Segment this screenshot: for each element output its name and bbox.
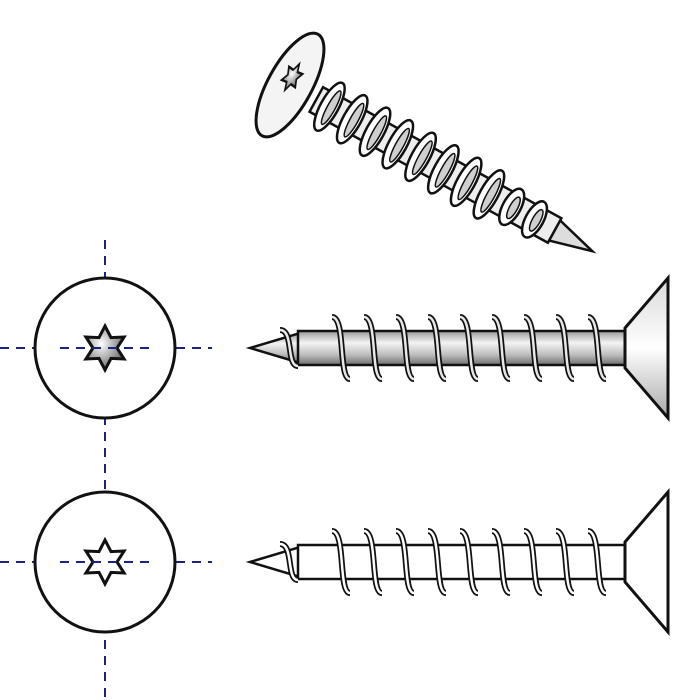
thread-highlight xyxy=(555,529,575,595)
head-view-top xyxy=(33,276,177,420)
thread-highlight xyxy=(427,529,447,595)
thread-inner xyxy=(388,127,411,163)
thread-inner xyxy=(434,152,456,188)
screw-head-cone xyxy=(623,273,670,423)
thread-inner xyxy=(320,90,342,126)
thread-highlight xyxy=(395,315,415,381)
thread-highlight xyxy=(363,529,383,595)
thread-highlight xyxy=(491,315,511,381)
torx-recess-icon xyxy=(83,536,127,588)
thread-highlight xyxy=(363,315,383,381)
thread-highlight xyxy=(587,315,607,381)
thread-inner xyxy=(343,102,365,138)
thread-highlight xyxy=(555,315,575,381)
thread-highlight xyxy=(491,529,511,595)
thread-highlight xyxy=(331,529,351,595)
thread-inner xyxy=(411,140,433,176)
thread-highlight xyxy=(331,315,351,381)
torx-recess-icon xyxy=(279,61,305,93)
thread-highlight xyxy=(459,529,479,595)
thread-inner xyxy=(457,165,479,201)
torx-recess-icon xyxy=(83,322,127,374)
screw-shank xyxy=(296,543,628,581)
thread-highlight xyxy=(523,529,543,595)
screw-side-view-shaded xyxy=(245,273,670,423)
screw-head-cone xyxy=(623,487,670,637)
thread-highlight xyxy=(395,529,415,595)
thread-highlight xyxy=(587,529,607,595)
screw-shank xyxy=(296,329,628,367)
thread-inner xyxy=(505,196,521,220)
thread-inner xyxy=(366,115,388,151)
thread-highlight xyxy=(459,315,479,381)
thread-highlight xyxy=(279,328,299,368)
screw-angled-view xyxy=(254,31,597,254)
thread-inner xyxy=(528,208,544,232)
head-view-bottom xyxy=(33,490,177,634)
screw-side-view-outline xyxy=(245,487,670,637)
thread-highlight xyxy=(427,315,447,381)
thread-highlight xyxy=(523,315,543,381)
thread-inner xyxy=(480,177,502,213)
thread-highlight xyxy=(279,542,299,582)
